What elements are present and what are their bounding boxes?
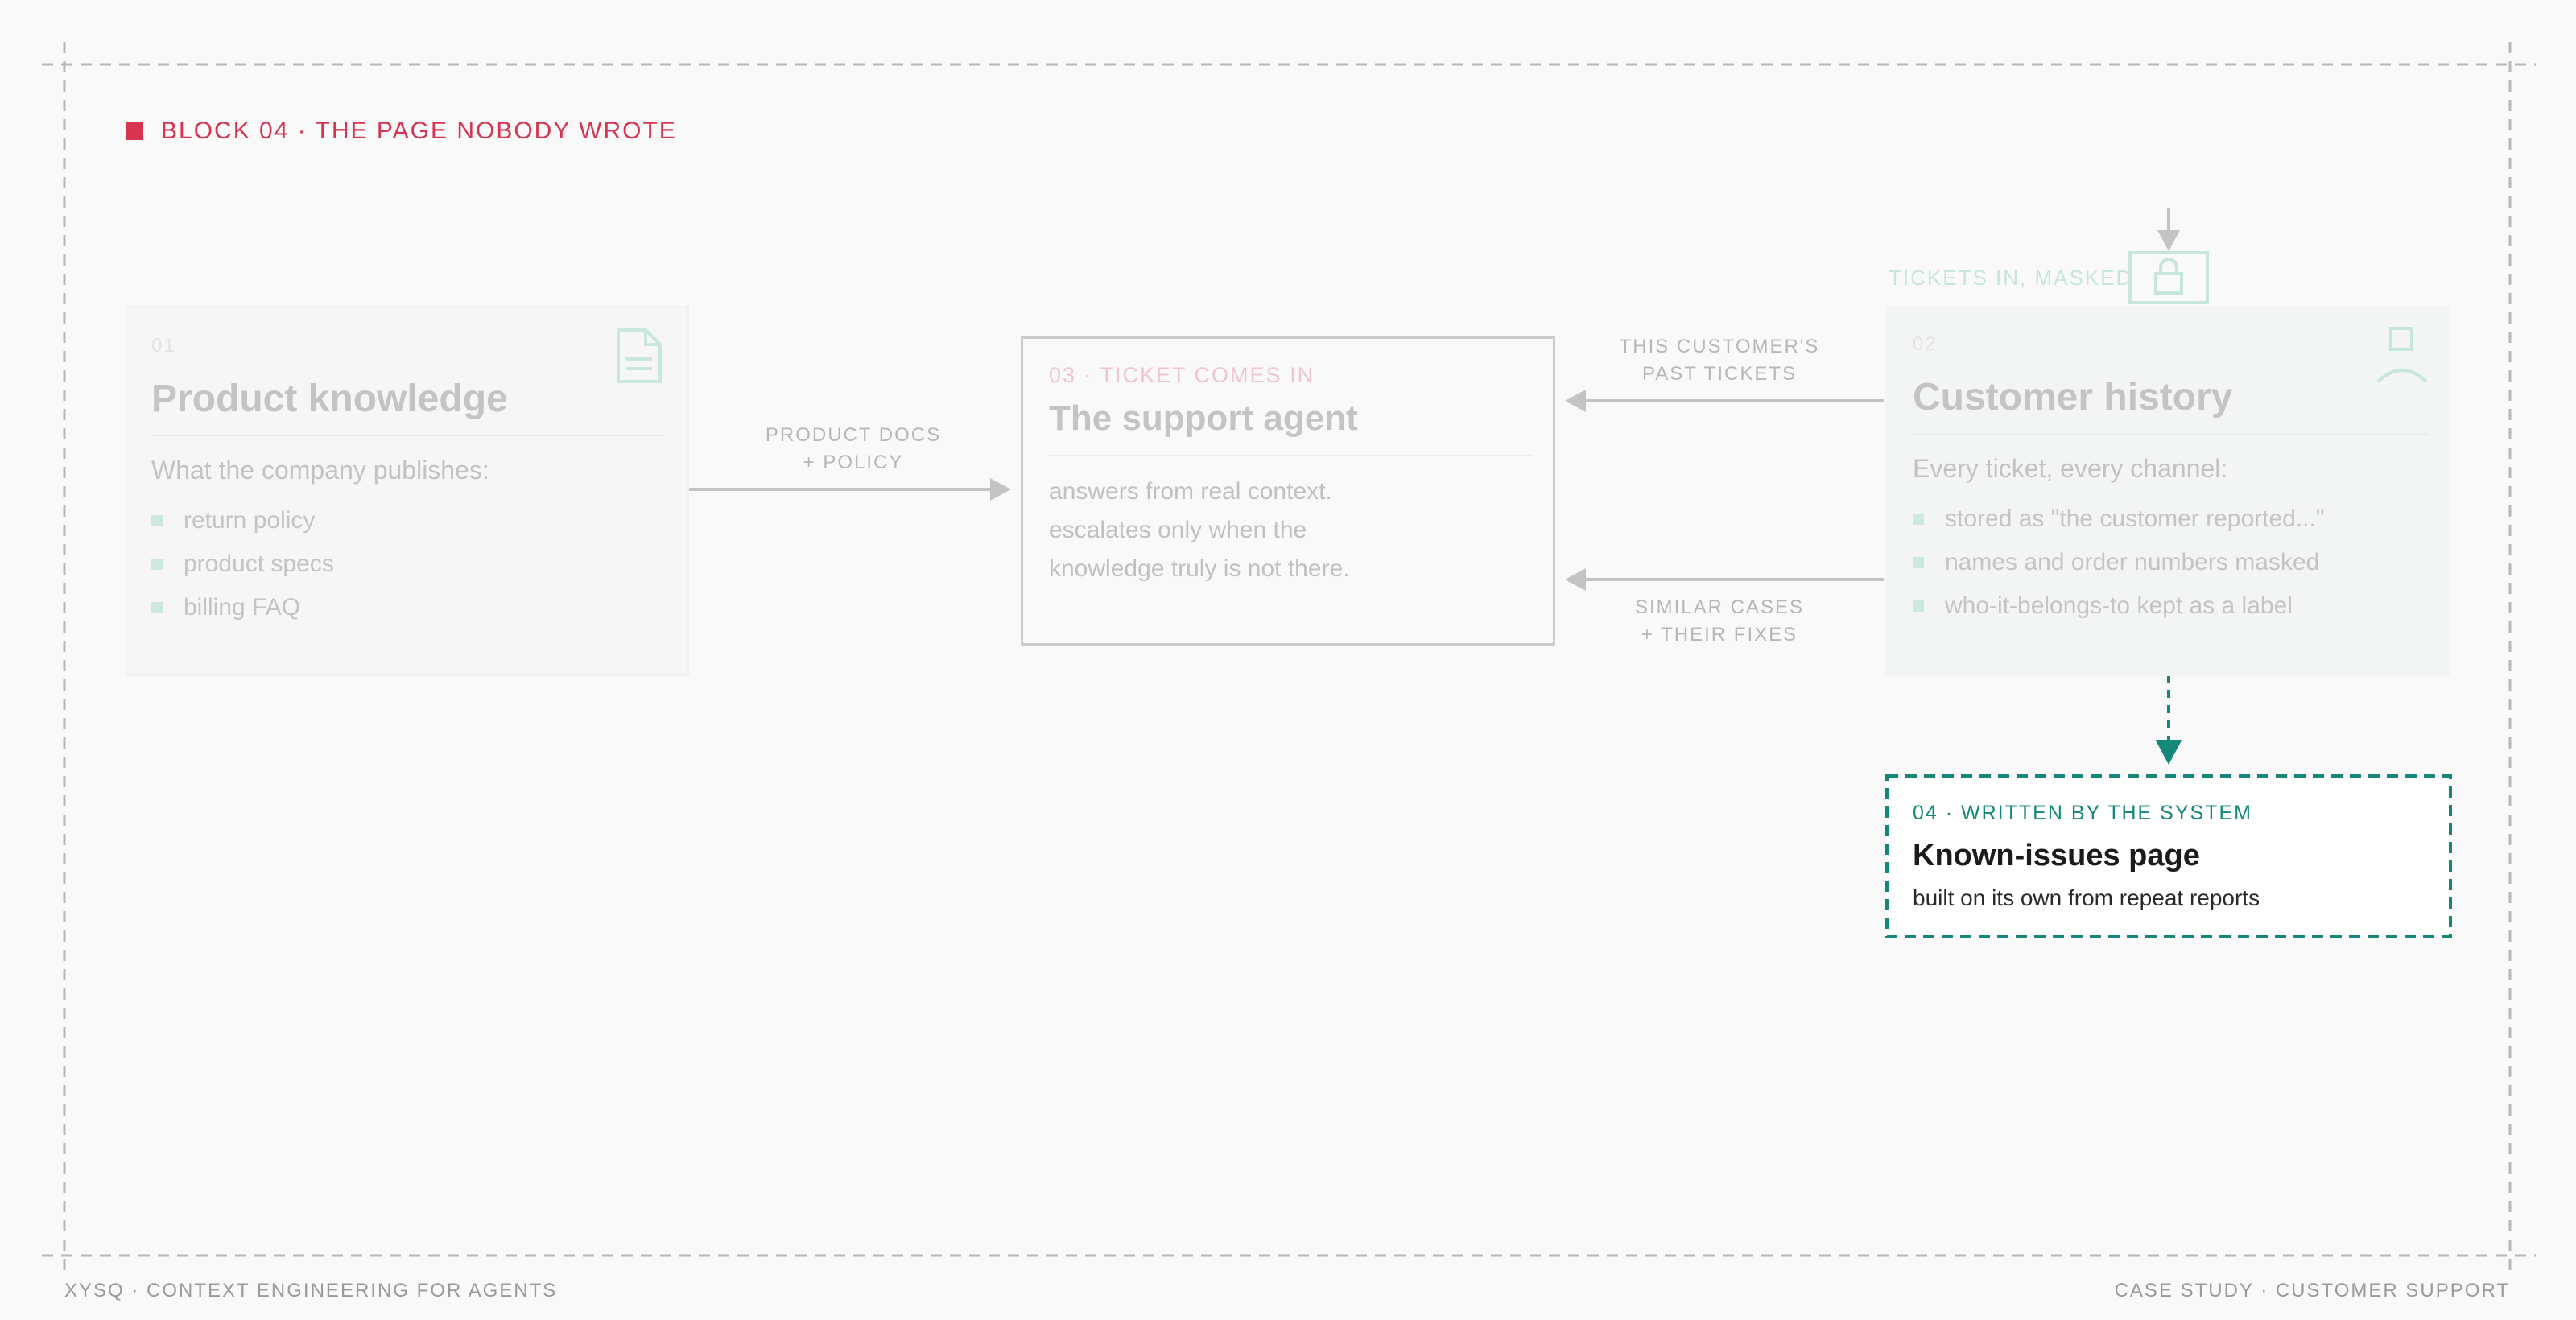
arrow-label-line: + THEIR FIXES xyxy=(1641,624,1798,646)
arrow-tickets-in xyxy=(2157,208,2180,251)
masked-tickets-label: TICKETS IN, MASKED xyxy=(1889,266,2133,290)
bullet-square xyxy=(1913,600,1924,612)
person-icon xyxy=(2376,327,2428,383)
support-agent-card: 03 · TICKET COMES IN The support agent a… xyxy=(1021,336,1555,646)
customer-history-card: 02 Customer history Every ticket, every … xyxy=(1885,306,2450,676)
arrow-label-line: THIS CUSTOMER'S xyxy=(1619,336,1820,357)
bullet-square xyxy=(151,515,163,526)
list-item: who-it-belongs-to kept as a label xyxy=(1913,584,2325,628)
card-intro: What the company publishes: xyxy=(151,456,489,485)
known-issues-label: 04 · WRITTEN BY THE SYSTEM xyxy=(1913,802,2252,824)
card-list: stored as "the customer reported..." nam… xyxy=(1913,497,2325,628)
list-item-text: names and order numbers masked xyxy=(1945,549,2320,575)
list-item-text: stored as "the customer reported..." xyxy=(1945,505,2325,532)
block-label: BLOCK 04 · THE PAGE NOBODY WROTE xyxy=(126,118,677,145)
arrow-label-line: PRODUCT DOCS xyxy=(765,424,942,446)
arrow-label-past-tickets: THIS CUSTOMER'S PAST TICKETS xyxy=(1575,333,1864,388)
card-intro: Every ticket, every channel: xyxy=(1913,454,2228,483)
arrow-label-line: + POLICY xyxy=(803,452,904,473)
arrow-label-similar-cases: SIMILAR CASES + THEIR FIXES xyxy=(1575,594,1864,649)
footer-right: CASE STUDY · CUSTOMER SUPPORT xyxy=(2114,1280,2510,1301)
list-item: return policy xyxy=(151,499,334,542)
agent-divider xyxy=(1049,455,1532,456)
list-item-text: billing FAQ xyxy=(184,594,301,621)
list-item: billing FAQ xyxy=(151,586,334,629)
agent-line: escalates only when the xyxy=(1049,517,1307,543)
arrow-label-product-docs: PRODUCT DOCS + POLICY xyxy=(708,422,998,476)
list-item-text: product specs xyxy=(184,551,334,577)
known-issues-subtitle: built on its own from repeat reports xyxy=(1913,885,2260,910)
arrow-history-to-known-issues xyxy=(2156,674,2182,765)
list-item-text: who-it-belongs-to kept as a label xyxy=(1945,592,2293,619)
card-title: Customer history xyxy=(1913,376,2233,419)
document-icon xyxy=(617,328,662,383)
list-item: product specs xyxy=(151,542,334,586)
arrow-label-line: SIMILAR CASES xyxy=(1634,596,1805,618)
block-marker-square xyxy=(126,122,143,140)
card-list: return policy product specs billing FAQ xyxy=(151,499,334,629)
bullet-square xyxy=(151,559,163,570)
card-number: 01 xyxy=(151,335,176,357)
frame-border xyxy=(42,42,2536,1278)
list-item: names and order numbers masked xyxy=(1913,541,2325,584)
agent-line: answers from real context. xyxy=(1049,478,1332,505)
agent-description: answers from real context. escalates onl… xyxy=(1049,472,1350,588)
card-title: Product knowledge xyxy=(151,377,508,420)
bullet-square xyxy=(1913,557,1924,568)
card-number: 02 xyxy=(1913,333,1938,355)
arrow-product-to-agent xyxy=(689,478,1011,501)
agent-title: The support agent xyxy=(1049,398,1358,438)
bullet-square xyxy=(151,602,163,613)
list-item: stored as "the customer reported..." xyxy=(1913,497,2325,541)
arrow-label-line: PAST TICKETS xyxy=(1641,363,1798,385)
lock-icon xyxy=(2128,251,2209,304)
known-issues-border xyxy=(1885,774,2452,938)
card-divider xyxy=(1913,433,2428,435)
block-title: BLOCK 04 · THE PAGE NOBODY WROTE xyxy=(161,118,677,144)
bullet-square xyxy=(1913,514,1924,525)
agent-label: 03 · TICKET COMES IN xyxy=(1049,363,1315,387)
arrow-history-to-agent-top xyxy=(1565,390,1884,412)
known-issues-card: 04 · WRITTEN BY THE SYSTEM Known-issues … xyxy=(1885,774,2452,938)
footer-left: XYSQ · CONTEXT ENGINEERING FOR AGENTS xyxy=(64,1280,558,1301)
card-divider xyxy=(151,435,667,436)
agent-line: knowledge truly is not there. xyxy=(1049,555,1350,582)
product-knowledge-card: 01 Product knowledge What the company pu… xyxy=(126,306,689,676)
known-issues-title: Known-issues page xyxy=(1913,839,2200,872)
arrow-history-to-agent-bottom xyxy=(1565,568,1884,591)
list-item-text: return policy xyxy=(184,507,316,534)
